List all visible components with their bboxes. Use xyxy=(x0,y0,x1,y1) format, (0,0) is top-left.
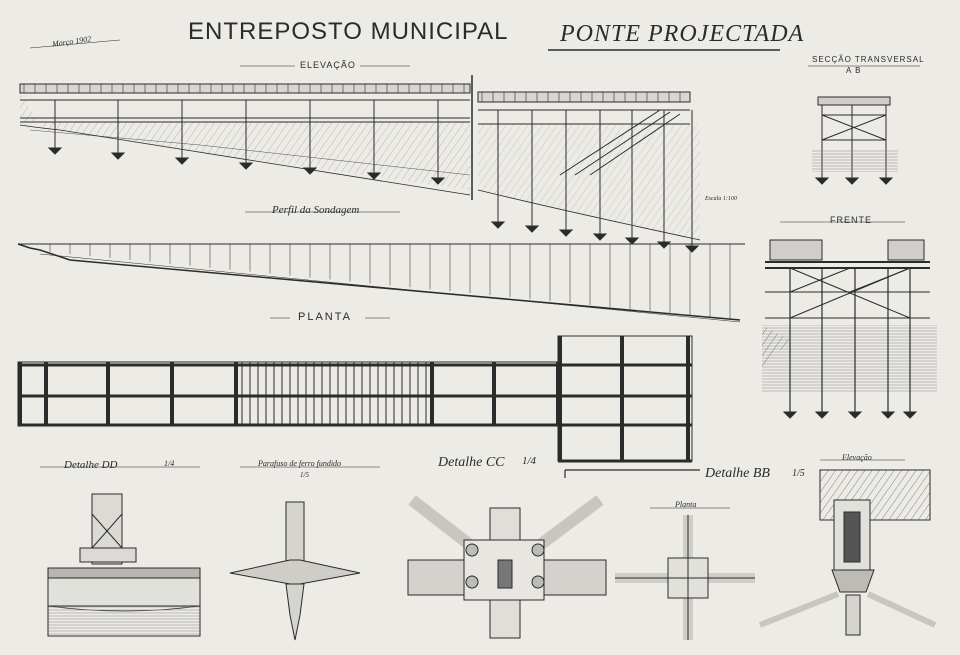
plan-label: PLANTA xyxy=(298,311,352,323)
pile-screw-foot xyxy=(847,411,863,419)
pile-screw-foot xyxy=(110,152,126,160)
detail-cc xyxy=(407,495,607,639)
pile-screw-foot xyxy=(366,172,382,180)
pile-screw-foot xyxy=(624,237,640,245)
pile-screw-foot xyxy=(684,245,700,253)
pile-screw-foot xyxy=(814,177,830,185)
pile-screw-foot xyxy=(174,157,190,165)
survey-profile-label: Perfil da Sondagem xyxy=(272,204,360,216)
detail-bb-elevation xyxy=(758,459,937,636)
elevation-small-label: Elevação xyxy=(842,453,872,462)
pile-screw-foot xyxy=(430,177,446,185)
pile-screw-foot xyxy=(238,162,254,170)
pile-screw-foot xyxy=(878,177,894,185)
pile-screw-foot xyxy=(558,229,574,237)
cross-section-sublabel: A B xyxy=(846,66,862,75)
scale-note: Escala 1:100 xyxy=(705,196,737,202)
survey-profile-view xyxy=(17,211,745,323)
detail-bb-label: Detalhe BB xyxy=(705,466,770,481)
screw-pile-scale: 1/5 xyxy=(300,471,309,479)
elevation-label: ELEVAÇÃO xyxy=(300,60,356,70)
cross-section-view xyxy=(808,65,920,178)
pile-screw-foot xyxy=(302,167,318,175)
elevation-right-span xyxy=(477,91,701,241)
detail-cc-scale: 1/4 xyxy=(522,455,537,467)
detail-dd xyxy=(40,466,201,637)
detail-bb xyxy=(564,469,755,640)
plan-view xyxy=(17,317,693,463)
pile-screw-foot xyxy=(880,411,896,419)
page-subtitle: PONTE PROJECTADA xyxy=(560,21,805,47)
detail-dd-label: Detalhe DD xyxy=(64,459,118,471)
pile-screw-foot xyxy=(814,411,830,419)
pile-screw-foot xyxy=(782,411,798,419)
pile-screw-foot xyxy=(524,225,540,233)
pile-screw-foot xyxy=(902,411,918,419)
front-view xyxy=(762,221,937,393)
plan-small-label: Planta xyxy=(675,500,697,509)
elevation-left-span xyxy=(19,83,471,196)
pile-screw-foot xyxy=(47,147,63,155)
date-mark-line xyxy=(29,39,121,49)
screw-pile-label: Parafuso de ferro fundido xyxy=(258,459,342,468)
pile-screw-foot xyxy=(592,233,608,241)
pile-screw-foot xyxy=(490,221,506,229)
detail-cc-label: Detalhe CC xyxy=(438,455,505,470)
detail-bb-scale: 1/5 xyxy=(792,468,805,479)
pile-screw-foot xyxy=(656,241,672,249)
cross-section-label: SECÇÃO TRANSVERSAL xyxy=(812,55,925,64)
pile-screw-foot xyxy=(844,177,860,185)
front-view-label: FRENTE xyxy=(830,215,872,225)
page-title: ENTREPOSTO MUNICIPAL xyxy=(188,18,509,45)
screw-pile-detail xyxy=(229,466,380,641)
detail-dd-scale: 1/4 xyxy=(164,459,175,468)
